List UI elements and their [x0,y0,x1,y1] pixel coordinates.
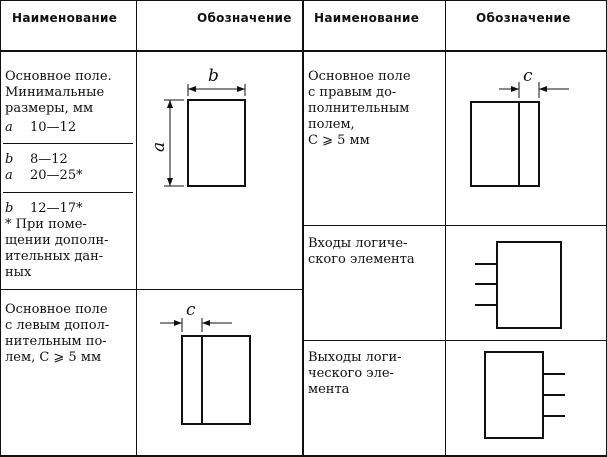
left-field-name-line: нительным по- [5,334,107,349]
col-divider-1 [136,0,137,456]
footnote-line: ительных дан- [5,249,104,264]
logic-inputs-name-line: Входы логиче- [308,236,408,251]
left-field-name-line: Основное поле [5,302,108,317]
left-field-c-label: c [186,300,196,320]
dim-var: a [5,120,13,135]
footnote-line: * При поме- [5,217,87,232]
logic-outputs-symbol [455,346,595,446]
footnote-line: щении дополн- [5,233,109,248]
header-divider [0,50,607,52]
col-divider-center [302,0,304,456]
logic-inputs-symbol [455,230,595,336]
left-field-name-line: с левым допол- [5,318,110,333]
main-field-name-line: размеры, мм [5,101,94,116]
footnote-line: ных [5,265,32,280]
row-divider-right-1 [303,225,607,226]
main-field-name-line: Минимальные [5,85,105,100]
row-divider-left [0,289,303,290]
right-field-name-line: полнительным [308,101,410,116]
right-field-symbol: c [455,62,595,192]
header-name-right: Наименование [314,11,420,25]
left-field-name-line: лем, C ⩾ 5 мм [5,350,102,365]
dims-separator-1 [3,143,133,144]
dim-var: b [5,152,14,167]
logic-outputs-name-line: ческого эле- [308,366,394,381]
main-field-symbol: b a [150,62,290,192]
col-divider-3 [445,0,446,456]
logic-inputs-name-line: ского элемента [308,252,415,267]
left-field-symbol: c [150,296,290,432]
right-field-name-line: C ⩾ 5 мм [308,133,370,148]
right-field-c-label: c [523,66,533,86]
dim-range: 20—25* [30,168,83,183]
dim-range: 12—17* [30,201,83,216]
dims-separator-2 [3,192,133,193]
height-label: a [150,142,169,152]
right-field-name-line: полем, [308,117,355,132]
row-divider-right-2 [303,340,607,341]
dim-var: b [5,201,14,216]
dim-var: a [5,168,13,183]
logic-outputs-name-line: мента [308,382,350,397]
dim-range: 8—12 [30,152,68,167]
header-name-left: Наименование [12,11,118,25]
header-symbol-left: Обозначение [197,11,292,25]
right-field-name-line: с правым до- [308,85,397,100]
main-field-name-line: Основное поле. [5,69,112,84]
dim-range: 10—12 [30,120,77,135]
width-label: b [208,66,219,86]
right-field-name-line: Основное поле [308,69,411,84]
logic-outputs-name-line: Выходы логи- [308,350,402,365]
header-symbol-right: Обозначение [476,11,571,25]
